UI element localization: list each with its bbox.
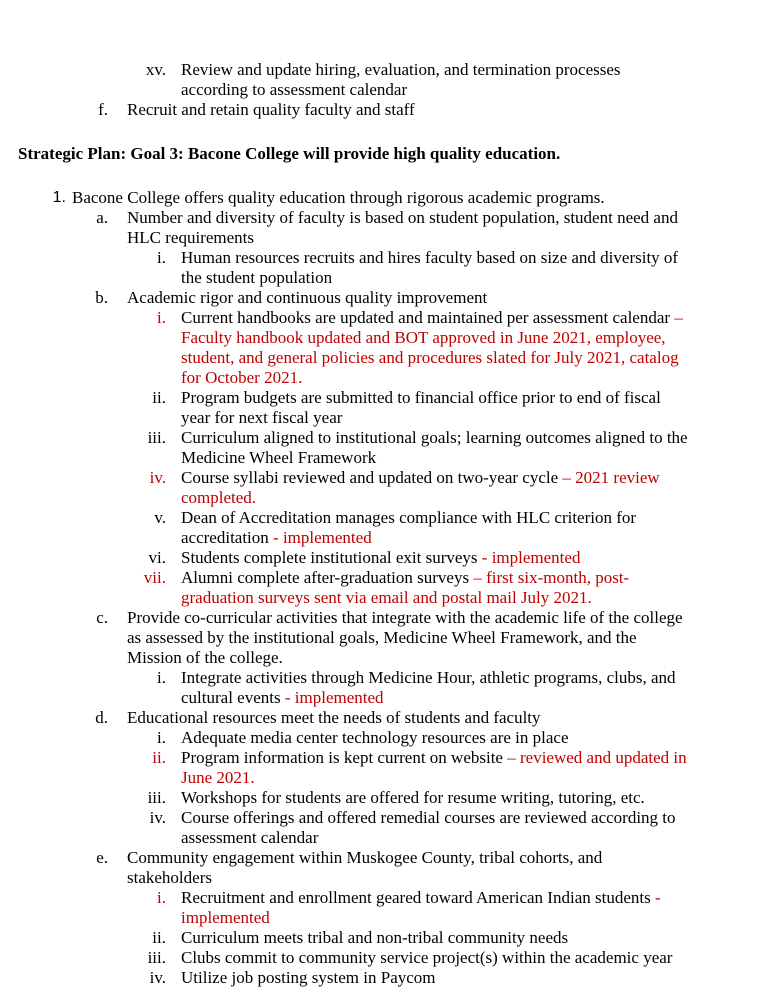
item-text: Alumni complete after-graduation surveys xyxy=(181,568,470,587)
list-item-text: the student population xyxy=(181,268,333,287)
list-marker: iv. xyxy=(149,808,166,827)
list-marker: a. xyxy=(96,208,108,227)
list-item-text: Academic rigor and continuous quality im… xyxy=(127,288,488,307)
status-note: June 2021. xyxy=(181,768,255,787)
item-text: cultural events xyxy=(181,688,281,707)
list-item-text: Program information is kept current on w… xyxy=(181,748,687,768)
list-item-text: accreditation - implemented xyxy=(181,528,372,548)
status-note: implemented xyxy=(181,908,270,927)
list-marker: iv. xyxy=(149,968,166,987)
status-note: - implemented xyxy=(268,528,372,547)
list-item-text: Provide co-curricular activities that in… xyxy=(127,608,683,627)
list-item-text: Medicine Wheel Framework xyxy=(181,448,377,467)
status-note: student, and general policies and proced… xyxy=(181,348,679,367)
list-item-text: Integrate activities through Medicine Ho… xyxy=(181,668,676,687)
list-marker: 1. xyxy=(52,189,66,206)
list-item-text: Course offerings and offered remedial co… xyxy=(181,808,676,827)
list-item-text: cultural events - implemented xyxy=(181,688,384,708)
list-item-text: Recruitment and enrollment geared toward… xyxy=(181,888,661,908)
list-marker: i. xyxy=(157,728,166,747)
list-marker: i. xyxy=(157,248,166,267)
item-text: Students complete institutional exit sur… xyxy=(181,548,478,567)
list-item-text: stakeholders xyxy=(127,868,212,887)
list-item-text: Utilize job posting system in Paycom xyxy=(181,968,436,987)
list-item-text: Workshops for students are offered for r… xyxy=(181,788,645,807)
list-item-text: Community engagement within Muskogee Cou… xyxy=(127,848,603,867)
list-item-text: Curriculum meets tribal and non-tribal c… xyxy=(181,928,569,947)
list-item-text: HLC requirements xyxy=(127,228,254,247)
item-text: accreditation xyxy=(181,528,269,547)
list-item-text: year for next fiscal year xyxy=(181,408,343,427)
list-marker: iii. xyxy=(147,788,166,807)
item-text: Program information is kept current on w… xyxy=(181,748,503,767)
list-item-text: Program budgets are submitted to financi… xyxy=(181,388,661,407)
list-marker: f. xyxy=(98,100,108,119)
status-note: completed. xyxy=(181,488,257,507)
list-item-text: Alumni complete after-graduation surveys… xyxy=(181,568,629,588)
list-marker: ii. xyxy=(152,928,166,947)
list-item-text: Educational resources meet the needs of … xyxy=(127,708,541,727)
list-item-text: Recruit and retain quality faculty and s… xyxy=(127,100,415,119)
list-item-text: Adequate media center technology resourc… xyxy=(181,728,569,747)
section-heading: Strategic Plan: Goal 3: Bacone College w… xyxy=(18,144,561,163)
item-text: Current handbooks are updated and mainta… xyxy=(181,308,671,327)
list-item-text: Course syllabi reviewed and updated on t… xyxy=(181,468,660,488)
status-note: - implemented xyxy=(477,548,581,567)
status-note: graduation surveys sent via email and po… xyxy=(181,588,592,607)
list-marker: i. xyxy=(157,668,166,687)
list-item-text: Current handbooks are updated and mainta… xyxy=(181,308,683,328)
list-marker: d. xyxy=(95,708,108,727)
list-marker: vii. xyxy=(143,568,166,587)
list-marker: c. xyxy=(96,608,108,627)
status-note: for October 2021. xyxy=(181,368,303,387)
list-marker: e. xyxy=(96,848,108,867)
list-marker: ii. xyxy=(152,748,166,767)
list-marker: vi. xyxy=(148,548,166,567)
list-marker: iv. xyxy=(149,468,166,487)
list-item-text: Number and diversity of faculty is based… xyxy=(127,208,678,227)
list-marker: xv. xyxy=(145,60,166,79)
list-marker: i. xyxy=(157,308,166,327)
list-marker: i. xyxy=(157,888,166,907)
list-marker: v. xyxy=(154,508,166,527)
list-marker: iii. xyxy=(147,428,166,447)
list-marker: iii. xyxy=(147,948,166,967)
status-note: – first six-month, post- xyxy=(469,568,630,587)
list-item-text: as assessed by the institutional goals, … xyxy=(127,628,637,647)
list-item-text: Human resources recruits and hires facul… xyxy=(181,248,679,267)
status-note: – reviewed and updated in xyxy=(502,748,687,767)
list-item-text: according to assessment calendar xyxy=(181,80,408,99)
item-text: Recruitment and enrollment geared toward… xyxy=(181,888,651,907)
list-item-text: Students complete institutional exit sur… xyxy=(181,548,580,568)
status-note: - implemented xyxy=(280,688,384,707)
item-text: Course syllabi reviewed and updated on t… xyxy=(181,468,559,487)
list-item-text: Review and update hiring, evaluation, an… xyxy=(181,60,621,79)
list-item-text: Mission of the college. xyxy=(127,648,283,667)
status-note: – xyxy=(670,308,683,327)
list-marker: b. xyxy=(95,288,108,307)
list-item-text: assessment calendar xyxy=(181,828,319,847)
list-item-text: Bacone College offers quality education … xyxy=(72,188,605,207)
status-note: – 2021 review xyxy=(558,468,660,487)
status-note: Faculty handbook updated and BOT approve… xyxy=(181,328,666,347)
list-marker: ii. xyxy=(152,388,166,407)
list-item-text: Clubs commit to community service projec… xyxy=(181,948,673,967)
status-note: - xyxy=(650,888,661,907)
list-item-text: Dean of Accreditation manages compliance… xyxy=(181,508,637,527)
list-item-text: Curriculum aligned to institutional goal… xyxy=(181,428,688,447)
